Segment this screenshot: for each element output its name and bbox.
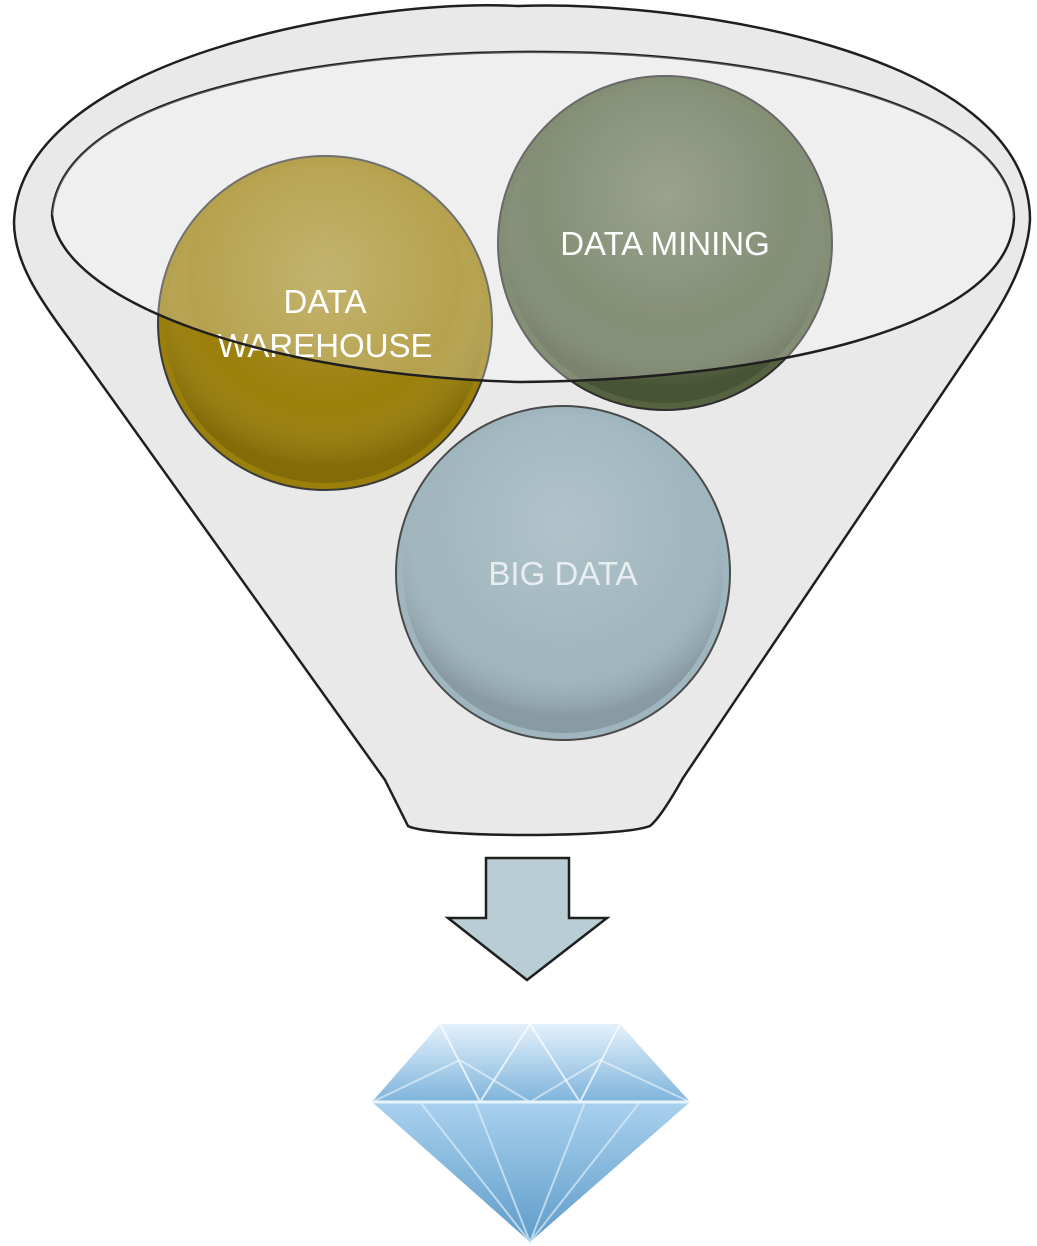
diamond-icon xyxy=(371,1022,691,1245)
funnel-rim-front xyxy=(52,51,1014,383)
data-mining-circle: DATA MINING xyxy=(497,75,833,411)
funnel-rim-back xyxy=(50,50,1016,219)
data-warehouse-label-line2: WAREHOUSE xyxy=(217,327,432,364)
data-warehouse-label-line1: DATA xyxy=(283,283,366,320)
data-mining-label: DATA MINING xyxy=(560,225,770,262)
big-data-circle: BIG DATA xyxy=(395,405,731,741)
down-arrow-icon xyxy=(444,856,611,982)
big-data-label: BIG DATA xyxy=(488,555,637,592)
data-warehouse-circle: DATA WAREHOUSE xyxy=(157,155,493,491)
funnel-rim-front-edge xyxy=(50,214,1016,384)
